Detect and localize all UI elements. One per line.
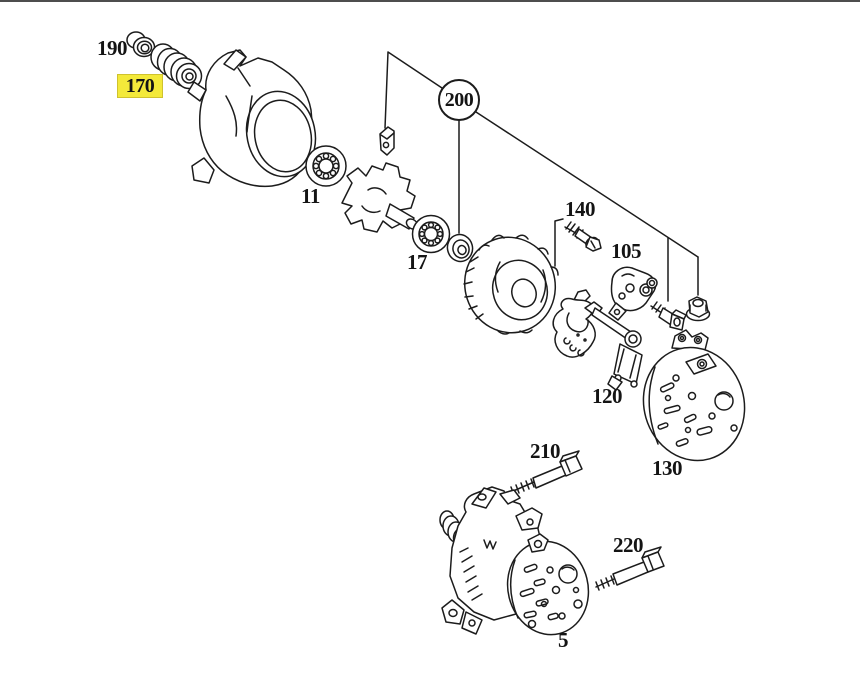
- alternator-complete-drawing: [439, 486, 590, 636]
- part-label-170-highlighted[interactable]: 170: [117, 74, 163, 98]
- rear-end-cover-drawing: [642, 329, 746, 462]
- part-label-200-circled[interactable]: 200: [438, 79, 480, 121]
- part-label-105[interactable]: 105: [611, 239, 642, 263]
- part-label-140[interactable]: 140: [565, 197, 596, 221]
- part-label-190[interactable]: 190: [97, 36, 128, 60]
- part-label-130[interactable]: 130: [652, 456, 683, 480]
- rotor-fan-drawing: [341, 162, 419, 233]
- rear-bearing-drawing: [411, 214, 451, 254]
- terminal-block-drawing: [379, 126, 395, 156]
- collar-ring-drawing: [446, 233, 474, 263]
- voltage-regulator-drawing: [608, 266, 658, 321]
- part-label-5[interactable]: 5: [558, 628, 569, 652]
- front-housing-drawing: [187, 49, 317, 188]
- screw-140-drawing: [564, 221, 602, 252]
- part-label-17[interactable]: 17: [407, 250, 428, 274]
- stator-drawing: [463, 234, 559, 335]
- short-bolt-drawing: [650, 301, 687, 331]
- spacer-ring-drawing: [126, 31, 156, 58]
- part-label-11[interactable]: 11: [301, 184, 320, 208]
- front-bearing-drawing: [305, 145, 347, 187]
- screenshot-top-edge: [0, 0, 860, 2]
- part-label-220[interactable]: 220: [613, 533, 644, 557]
- callout-leader-lines: [384, 51, 699, 302]
- part-label-120[interactable]: 120: [592, 384, 623, 408]
- pulley-drawing: [150, 43, 203, 90]
- part-label-210[interactable]: 210: [530, 439, 561, 463]
- bracket-assembly-drawing: [552, 289, 643, 391]
- bolt-220-drawing: [595, 546, 665, 591]
- flange-nut-drawing: [685, 296, 711, 322]
